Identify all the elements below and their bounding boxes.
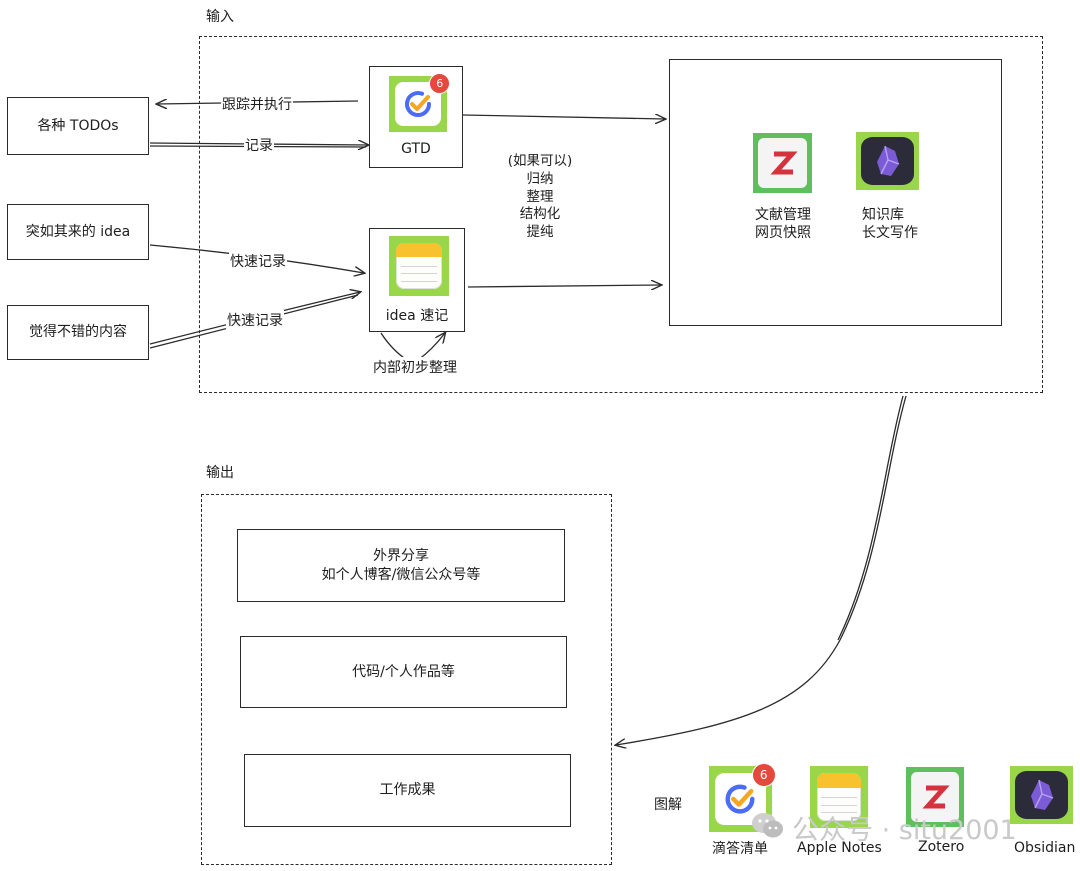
code-label: 代码/个人作品等	[352, 663, 455, 680]
quick-record-label-2: 快速记录	[226, 310, 284, 330]
content-label: 觉得不错的内容	[29, 324, 127, 341]
obsidian-desc-line: 长文写作	[862, 225, 918, 242]
idea-app-label: idea 速记	[385, 308, 449, 325]
output-section-label: 输出	[206, 465, 234, 481]
knowledge-obsidian-icon	[856, 132, 919, 190]
legend-name: 滴答清单	[712, 841, 768, 857]
track-label: 跟踪并执行	[221, 94, 293, 114]
process-step: 整理	[526, 188, 554, 205]
idea-to-knowledge-arrow	[467, 285, 661, 287]
obsidian-icon	[1010, 766, 1073, 824]
internal-loop-arrow	[417, 333, 445, 361]
gtd-ticktick-icon: 6	[389, 72, 451, 132]
code-output-box: 代码/个人作品等	[240, 636, 567, 708]
process-step: 归纳	[526, 170, 554, 187]
legend-name: Obsidian	[1014, 840, 1076, 856]
share-output-box: 外界分享 如个人博客/微信公众号等	[237, 529, 565, 602]
process-steps: (如果可以) 归纳 整理 结构化 提纯	[490, 153, 590, 242]
knowledge-to-output-arrow	[616, 395, 907, 745]
wechat-watermark-icon	[752, 813, 783, 838]
work-output-box: 工作成果	[244, 754, 571, 827]
process-step: (如果可以)	[507, 153, 573, 169]
internal-loop-left	[380, 332, 408, 361]
legend-ticktick-badge: 6	[751, 762, 776, 787]
input-section-label: 输入	[206, 9, 234, 25]
obsidian-desc-line: 知识库	[862, 207, 904, 223]
watermark-text: 公众号 · situ2001	[792, 815, 1017, 846]
gtd-badge: 6	[429, 72, 451, 94]
work-label: 工作成果	[379, 782, 436, 799]
todos-label: 各种 TODOs	[37, 117, 119, 134]
legend-name: Apple Notes	[797, 840, 882, 856]
knowledge-to-output-arrow-stroke	[837, 395, 904, 641]
zotero-icon	[906, 767, 964, 827]
content-box: 觉得不错的内容	[7, 305, 149, 360]
process-step: 提纯	[526, 224, 554, 241]
gtd-to-knowledge-arrow	[462, 115, 665, 119]
idea-notes-icon	[389, 236, 449, 296]
process-step: 结构化	[519, 206, 561, 223]
record-label: 记录	[244, 135, 274, 155]
legend-label: 图解	[654, 797, 682, 813]
zotero-description: 文献管理 网页快照	[748, 206, 818, 242]
idea-label: 突如其来的 idea	[25, 223, 131, 240]
internal-organize-label: 内部初步整理	[372, 357, 458, 377]
output-container	[201, 494, 612, 865]
knowledge-zotero-icon	[753, 133, 812, 193]
gtd-label: GTD	[401, 141, 431, 158]
todos-box: 各种 TODOs	[7, 97, 149, 155]
idea-box: 突如其来的 idea	[7, 204, 149, 260]
notes-icon	[810, 766, 868, 828]
knowledge-box	[669, 59, 1002, 326]
legend-name: Zotero	[918, 839, 965, 855]
input-container	[199, 36, 1043, 393]
zotero-desc-line: 网页快照	[755, 225, 811, 242]
share-title: 外界分享	[373, 547, 429, 564]
obsidian-description: 知识库 长文写作	[862, 206, 932, 242]
share-subtitle: 如个人博客/微信公众号等	[321, 566, 481, 583]
zotero-desc-line: 文献管理	[755, 207, 811, 223]
quick-record-label-1: 快速记录	[229, 251, 287, 271]
